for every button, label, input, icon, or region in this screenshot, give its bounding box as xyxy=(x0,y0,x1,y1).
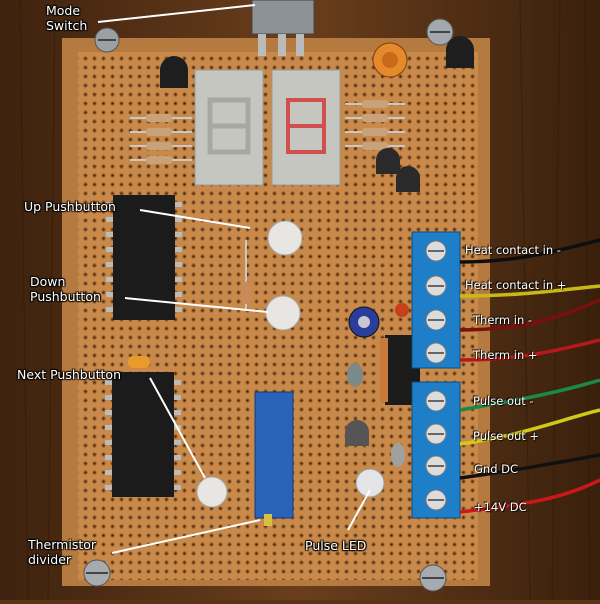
terminal-label-gnd: Gnd DC xyxy=(474,462,519,476)
trimmer-potentiometer xyxy=(254,391,294,519)
transistor xyxy=(160,56,188,88)
ic-chip-lower xyxy=(105,372,181,497)
next-pushbutton xyxy=(196,476,228,508)
terminal-block-upper xyxy=(411,231,461,369)
resistor-bodies-left xyxy=(146,114,172,164)
transistor xyxy=(376,148,400,174)
resistor-bodies-right xyxy=(362,100,388,150)
pulse-led xyxy=(355,468,385,498)
up-pushbutton-label: Up Pushbutton xyxy=(24,199,116,214)
ic-chip-upper xyxy=(106,195,182,320)
wood-grain xyxy=(19,0,591,601)
terminal-label-therm-plus: Therm in + xyxy=(473,348,538,362)
down-pushbutton xyxy=(265,295,301,331)
terminal-block-lower xyxy=(411,381,461,519)
wires xyxy=(459,238,600,514)
mode-switch-label: Mode Switch xyxy=(46,3,88,33)
next-pushbutton-label: Next Pushbutton xyxy=(17,367,121,382)
terminal-label-14v: +14V DC xyxy=(474,500,527,514)
terminal-label-heat-plus: Heat contact in + xyxy=(465,278,567,292)
pulse-led-label: Pulse LED xyxy=(305,538,367,553)
transistor xyxy=(446,36,474,68)
transistor xyxy=(396,166,420,192)
mode-switch xyxy=(251,0,315,56)
seven-segment-display-left xyxy=(194,69,264,186)
capacitor xyxy=(128,356,150,368)
seven-segment-display-right xyxy=(271,69,341,186)
terminal-label-heat-minus: Heat contact in - xyxy=(465,243,561,257)
transistor xyxy=(345,420,369,446)
terminal-label-therm-minus: Therm in - xyxy=(473,313,533,327)
down-pushbutton-label: Down Pushbutton xyxy=(30,274,101,304)
pointer-lines xyxy=(97,4,371,554)
mounting-screws xyxy=(83,18,454,592)
terminal-label-pulse-minus: Pulse out - xyxy=(473,394,534,408)
terminal-label-pulse-plus: Pulse out + xyxy=(473,429,540,443)
thermistor-divider-label: Thermistor divider xyxy=(28,537,97,567)
up-pushbutton xyxy=(267,220,303,256)
